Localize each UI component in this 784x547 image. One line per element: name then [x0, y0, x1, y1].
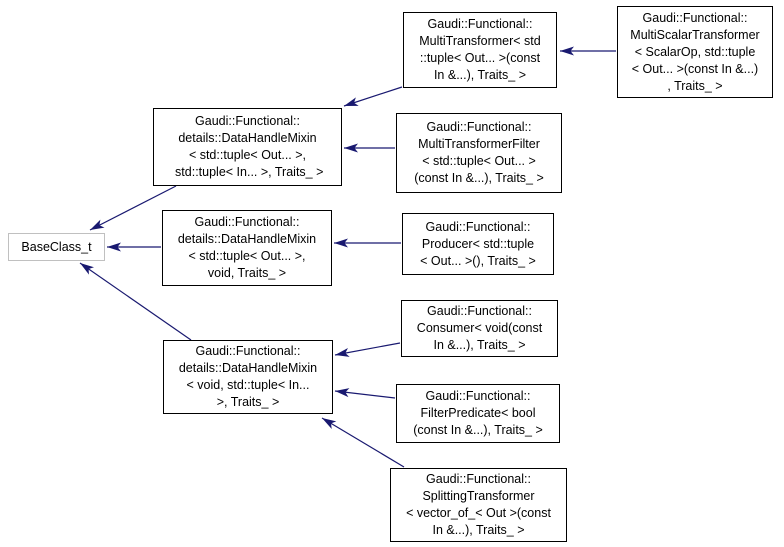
- class-node-multitransformer[interactable]: Gaudi::Functional:: MultiTransformer< st…: [403, 12, 557, 88]
- class-node-splittingtransformer[interactable]: Gaudi::Functional:: SplittingTransformer…: [390, 468, 567, 542]
- class-node-filterpredicate[interactable]: Gaudi::Functional:: FilterPredicate< boo…: [396, 384, 560, 443]
- class-node-datahandlemixin-out-void[interactable]: Gaudi::Functional:: details::DataHandleM…: [162, 210, 332, 286]
- class-node-multitransformerfilter[interactable]: Gaudi::Functional:: MultiTransformerFilt…: [396, 113, 562, 193]
- inheritance-arrow-mixin3-to-baseclass: [79, 262, 192, 341]
- class-node-baseclass-t: BaseClass_t: [8, 233, 105, 261]
- inheritance-arrow-mixin1-to-baseclass: [89, 185, 177, 231]
- inheritance-arrow-splitting-to-mixin3: [321, 417, 405, 468]
- class-node-multiscalartransformer[interactable]: Gaudi::Functional:: MultiScalarTransform…: [617, 6, 773, 98]
- inheritance-arrow-multitransformer-to-mixin1: [343, 86, 403, 107]
- inheritance-arrow-filterpredicate-to-mixin3: [334, 388, 396, 399]
- class-node-producer[interactable]: Gaudi::Functional:: Producer< std::tuple…: [402, 213, 554, 275]
- class-node-consumer[interactable]: Gaudi::Functional:: Consumer< void(const…: [401, 300, 558, 357]
- class-node-datahandlemixin-out-in[interactable]: Gaudi::Functional:: details::DataHandleM…: [153, 108, 342, 186]
- inheritance-arrow-consumer-to-mixin3: [334, 342, 401, 357]
- class-node-datahandlemixin-void-in[interactable]: Gaudi::Functional:: details::DataHandleM…: [163, 340, 333, 414]
